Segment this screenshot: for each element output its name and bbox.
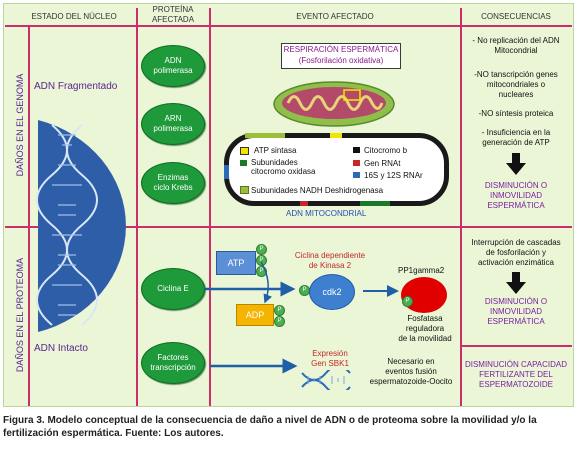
p-adp-1: P	[274, 305, 285, 316]
legend-swatch-rnat	[353, 160, 360, 166]
ring-segment-atp	[330, 133, 342, 138]
legend-cox: Subunidades citocromo oxidasa	[251, 158, 316, 176]
nucleus-graphic	[36, 120, 126, 332]
pathway-pp1-circle	[401, 277, 447, 313]
legend-rnar: 16S y 12S RNAr	[364, 171, 423, 180]
protein-ciclina-e: Ciclina E	[141, 268, 205, 310]
legend-citb: Citocromo b	[364, 146, 408, 155]
legend-swatch-atp	[240, 147, 249, 155]
legend-swatch-rnar	[353, 172, 360, 178]
pathway-cdk2-circle: cdk2	[309, 274, 355, 310]
dna-helix-icon	[36, 124, 98, 326]
header-evento: EVENTO AFECTADO	[296, 12, 374, 21]
pathway-arrows	[205, 261, 399, 374]
cons-genoma-3: -NO síntesis proteica	[478, 109, 554, 118]
row-label-proteoma: DAÑOS EN EL PROTEOMA	[15, 257, 25, 373]
down-arrow-icon	[506, 272, 526, 294]
legend-atp: ATP sintasa	[254, 146, 297, 155]
p-atp-2: P	[256, 255, 267, 266]
legend-swatch-citb	[353, 147, 360, 153]
pp1-label: PP1gamma2	[398, 266, 445, 275]
divider-consequence-bottom	[460, 345, 572, 347]
ring-segment-rnar	[224, 165, 229, 179]
cdk-title: Ciclina dependiente de Kinasa 2	[294, 251, 366, 270]
row-label-genoma: DAÑOS EN EL GENOMA	[15, 73, 25, 177]
cons-genoma-1: - No replicación del ADN Mitocondrial	[472, 36, 560, 55]
divider-col-2	[209, 8, 211, 406]
legend-rnat: Gen RNAt	[364, 159, 401, 168]
divider-header	[5, 25, 572, 27]
p-adp-2: P	[274, 316, 285, 327]
divider-left	[28, 25, 30, 406]
ring-segment-cox	[360, 201, 390, 206]
cons-fertilidad: DISMINUCIÓN CAPACIDAD FERTILIZANTE DEL E…	[464, 360, 568, 389]
p-pp1: P	[402, 296, 413, 307]
divider-col-1	[136, 8, 138, 406]
mito-title-line2: (Fosforilación oxidativa)	[298, 56, 384, 65]
cons-proteoma-text: Interrupción de cascadas de fosforilació…	[471, 238, 561, 267]
dna-sbk1-icon	[301, 370, 351, 390]
mitochondrion-illustration	[273, 81, 395, 127]
cons-genoma-result: DISMINUCIÓN O INMOVILIDAD ESPERMÁTICA	[484, 181, 548, 210]
nucleus-fragmentado-label: ADN Fragmentado	[34, 81, 118, 92]
ring-segment-rnat	[300, 201, 308, 206]
cons-proteoma-result: DISMINUCIÓN O INMOVILIDAD ESPERMÁTICA	[484, 297, 548, 326]
pathway-atp-box: ATP	[216, 251, 256, 275]
mito-title-box: RESPIRACIÓN ESPERMÁTICA (Fosforilación o…	[281, 43, 401, 69]
cons-genoma-2: -NO tanscripción genes mitocondriales o …	[474, 70, 558, 99]
header-estado: ESTADO DEL NÚCLEO	[31, 12, 117, 21]
protein-arn-polimerasa: ARN polimerasa	[141, 103, 205, 145]
header-proteina: PROTEÍNA AFECTADA	[151, 5, 195, 24]
protein-adn-polimerasa: ADN polimerasa	[141, 45, 205, 87]
necesario-label: Necesario en eventos fusión espermatozoi…	[369, 357, 453, 386]
mito-title-line1: RESPIRACIÓN ESPERMÁTICA	[283, 45, 399, 54]
cons-genoma-4: - Insuficiencia en la generación de ATP	[481, 128, 551, 147]
protein-factores-transcripcion: Factores transcripción	[141, 342, 205, 384]
p-atp-3: P	[256, 266, 267, 277]
pathway-adp-box: ADP	[236, 304, 274, 326]
header-consecuencias: CONSECUENCIAS	[481, 12, 551, 21]
fosfatasa-label: Fosfatasa reguladora de la movilidad	[398, 314, 452, 343]
legend-swatch-cox	[240, 160, 247, 166]
divider-col-3	[460, 8, 462, 406]
legend-swatch-nadh	[240, 186, 249, 194]
divider-genoma-proteoma	[5, 226, 572, 228]
expresion-label: Expresión Gen SBK1	[311, 349, 349, 368]
ring-segment-nadh	[245, 133, 285, 138]
legend-nadh: Subunidades NADH Deshidrogenasa	[251, 186, 384, 195]
down-arrow-icon	[506, 153, 526, 175]
figure-caption: Figura 3. Modelo conceptual de la consec…	[3, 415, 537, 439]
nucleus-intacto-label: ADN Intacto	[34, 343, 88, 354]
p-atp-1: P	[256, 244, 267, 255]
protein-enzimas-krebs: Enzimas ciclo Krebs	[141, 162, 205, 204]
mtdna-label: ADN MITOCONDRIAL	[286, 209, 367, 218]
